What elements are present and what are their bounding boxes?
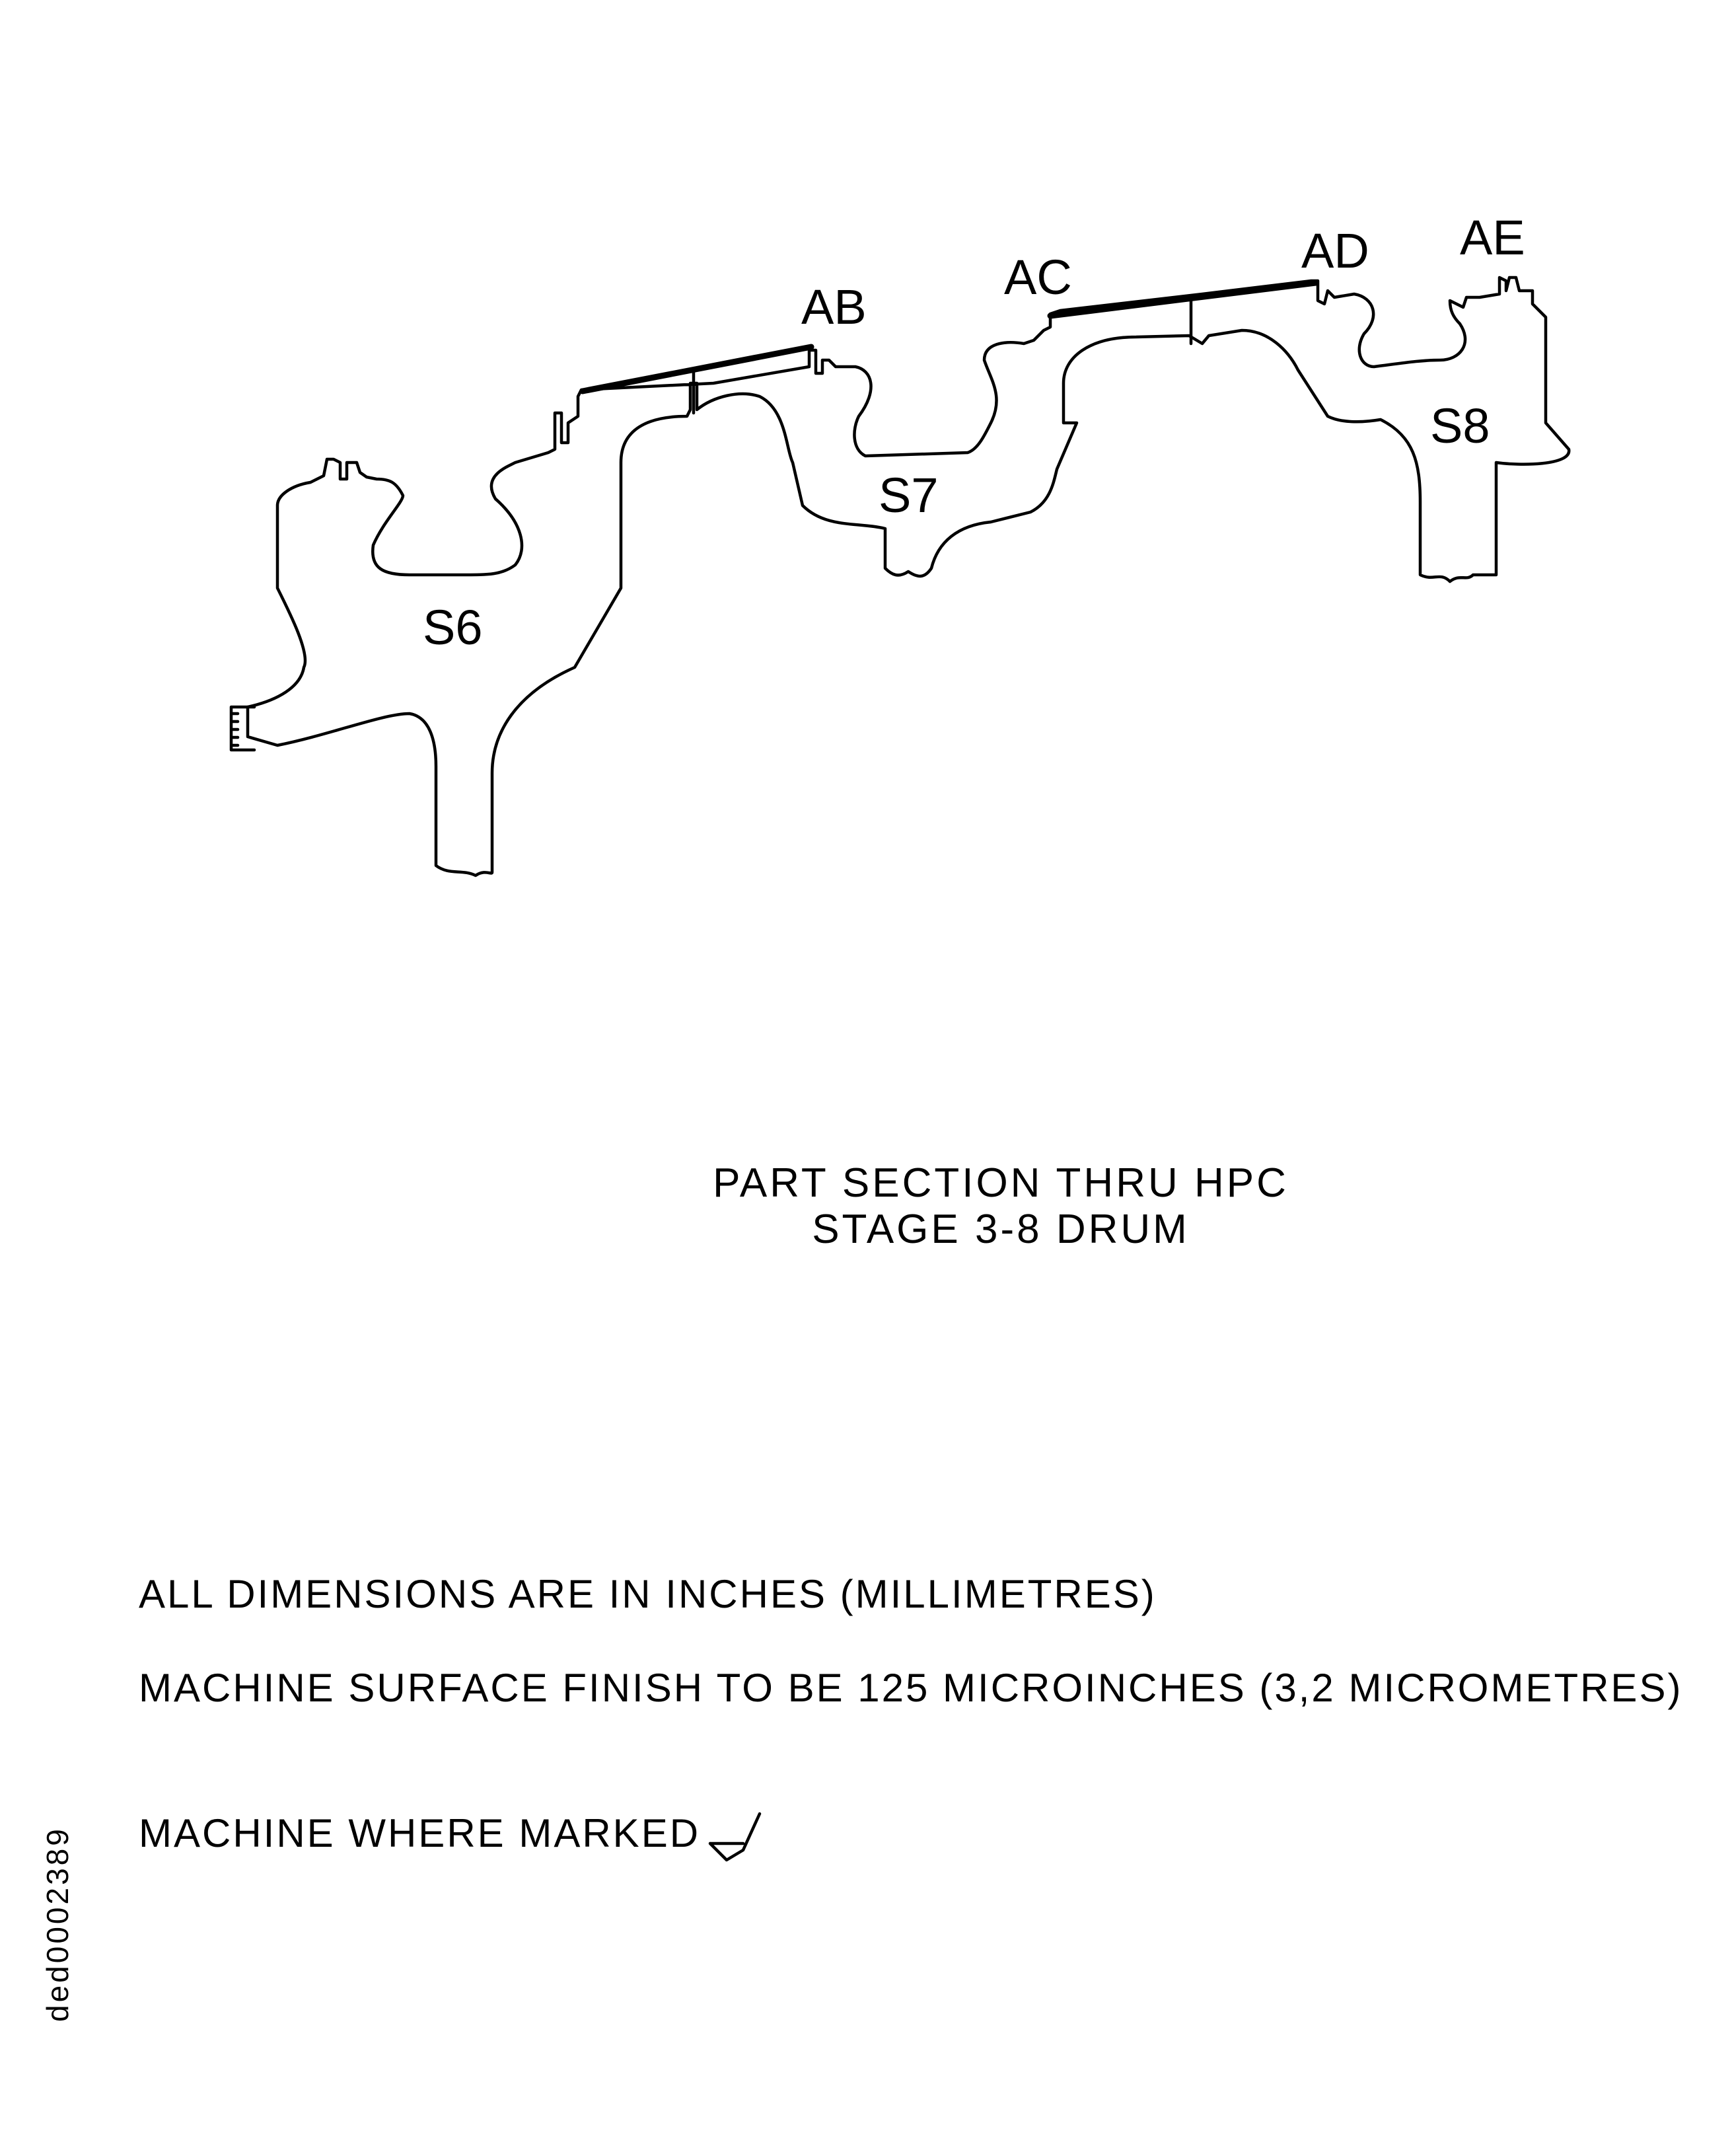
label-ac: AC <box>1004 250 1072 305</box>
stage-6-outline <box>246 276 1571 877</box>
stage-6-flange-end <box>229 705 256 752</box>
label-ad: AD <box>1301 223 1369 278</box>
label-s6: S6 <box>423 600 483 655</box>
note-machine-where-marked: MACHINE WHERE MARKED <box>139 1811 701 1855</box>
drawing-title-line-2: STAGE 3-8 DRUM <box>812 1207 1190 1252</box>
machined-surface-ab <box>579 344 814 394</box>
label-s7: S7 <box>879 468 939 523</box>
drawing-title-line-1: PART SECTION THRU HPC <box>713 1160 1289 1206</box>
label-ab: AB <box>801 279 867 334</box>
machined-surface-ad <box>1047 279 1319 319</box>
note-surface-finish: MACHINE SURFACE FINISH TO BE 125 MICROIN… <box>139 1666 1683 1710</box>
document-id: ded0002389 <box>40 1826 75 2022</box>
label-s8: S8 <box>1430 398 1490 453</box>
machine-mark-symbol-icon <box>708 1812 762 1862</box>
note-dimensions: ALL DIMENSIONS ARE IN INCHES (MILLIMETRE… <box>139 1572 1157 1616</box>
label-ae: AE <box>1460 210 1525 265</box>
